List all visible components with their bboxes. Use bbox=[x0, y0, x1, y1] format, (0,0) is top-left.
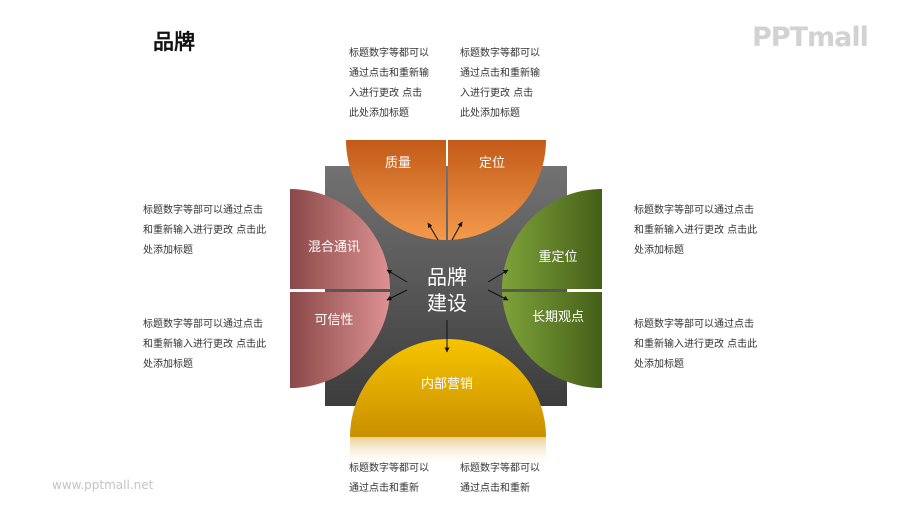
desc-left-upper: 标题数字等部可以通过点击 和重新输入进行更改 点击此 处添加标题 bbox=[143, 205, 267, 256]
desc-left-lower: 标题数字等部可以通过点击 和重新输入进行更改 点击此 处添加标题 bbox=[143, 319, 267, 370]
page-title: 品牌 bbox=[153, 30, 195, 54]
label-mixed: 混合通讯 bbox=[308, 240, 360, 255]
label-position: 定位 bbox=[479, 156, 505, 171]
label-longterm: 长期观点 bbox=[532, 310, 584, 325]
footer-url: www.pptmall.net bbox=[52, 478, 154, 492]
segment-longterm bbox=[502, 292, 602, 389]
segment-reflection bbox=[350, 437, 546, 467]
segment-internal bbox=[350, 339, 546, 437]
brand-logo: PPTmall bbox=[752, 22, 869, 53]
segment-mixed bbox=[290, 189, 390, 289]
segment-quality bbox=[346, 140, 446, 240]
label-reposition: 重定位 bbox=[538, 249, 577, 265]
label-quality: 质量 bbox=[385, 156, 411, 171]
desc-right-upper: 标题数字等部可以通过点击 和重新输入进行更改 点击此 处添加标题 bbox=[634, 205, 758, 256]
desc-bottom-left: 标题数字等都可以 通过点击和重新 bbox=[349, 463, 429, 494]
segment-credibility bbox=[290, 292, 390, 388]
label-internal: 内部营销 bbox=[421, 376, 473, 392]
segment-position bbox=[448, 140, 546, 240]
desc-top-right: 标题数字等都可以 通过点击和重新输 入进行更改 点击 此处添加标题 bbox=[460, 48, 540, 119]
segment-reposition bbox=[502, 189, 602, 289]
label-credibility: 可信性 bbox=[314, 313, 353, 328]
center-label-line2: 建设 bbox=[427, 291, 467, 315]
arrows bbox=[386, 221, 509, 353]
center-label-line1: 品牌 bbox=[427, 265, 467, 289]
desc-top-left: 标题数字等都可以 通过点击和重新输 入进行更改 点击 此处添加标题 bbox=[349, 48, 429, 119]
desc-right-lower: 标题数字等部可以通过点击 和重新输入进行更改 点击此 处添加标题 bbox=[634, 319, 758, 370]
desc-bottom-right: 标题数字等都可以 通过点击和重新 bbox=[460, 463, 540, 494]
